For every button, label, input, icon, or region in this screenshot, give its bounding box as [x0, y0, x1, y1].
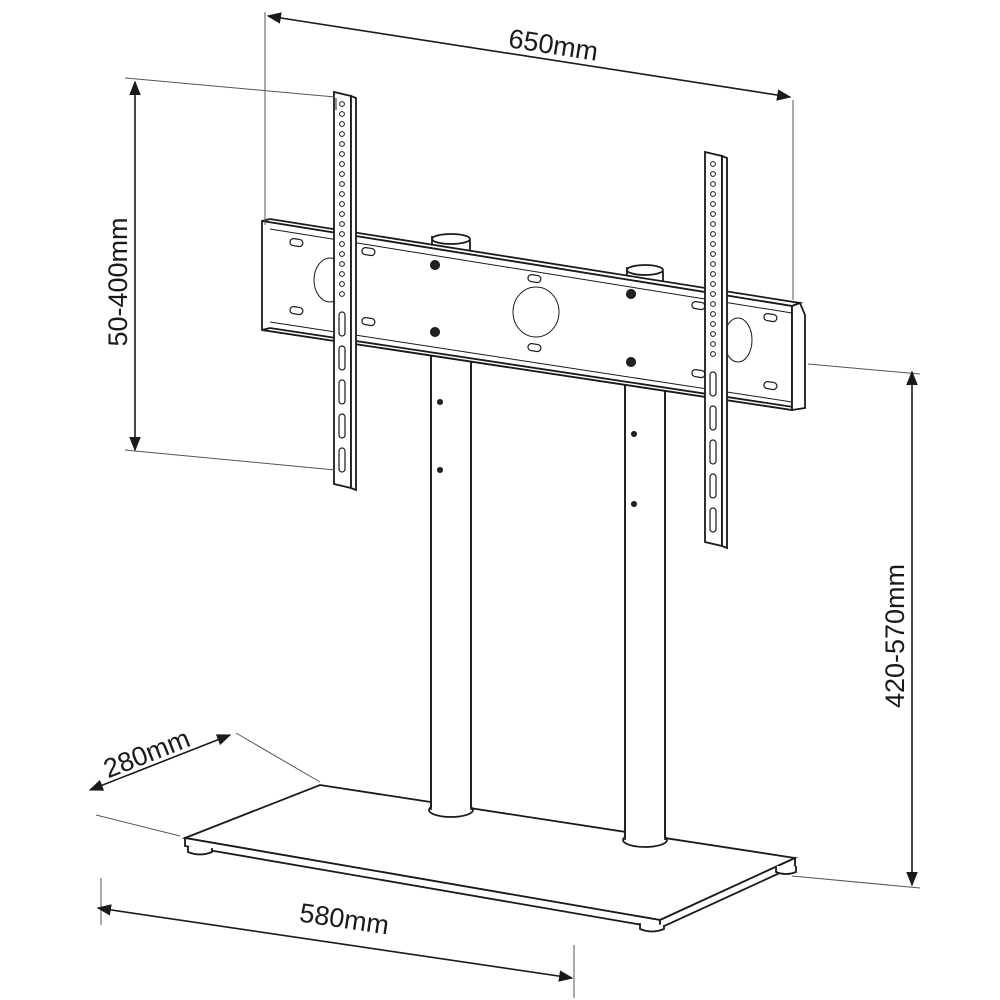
left-pole [428, 339, 474, 818]
glass-base [181, 784, 799, 933]
dim-label-stand-height: 420-570mm [880, 564, 910, 708]
left-vertical-bracket [333, 90, 357, 492]
base-foot [775, 866, 797, 875]
dimension-vesa-height: 50-400mm [103, 77, 336, 471]
dim-label-vesa: 50-400mm [103, 217, 133, 346]
dim-label-280: 280mm [99, 723, 194, 784]
dim-label-580: 580mm [298, 898, 391, 941]
right-vertical-bracket [704, 150, 728, 550]
right-pole [622, 374, 668, 848]
base-foot [187, 846, 213, 856]
dimension-stand-height: 420-570mm [791, 363, 921, 889]
base-foot [639, 923, 665, 933]
mount-plate [261, 218, 806, 412]
